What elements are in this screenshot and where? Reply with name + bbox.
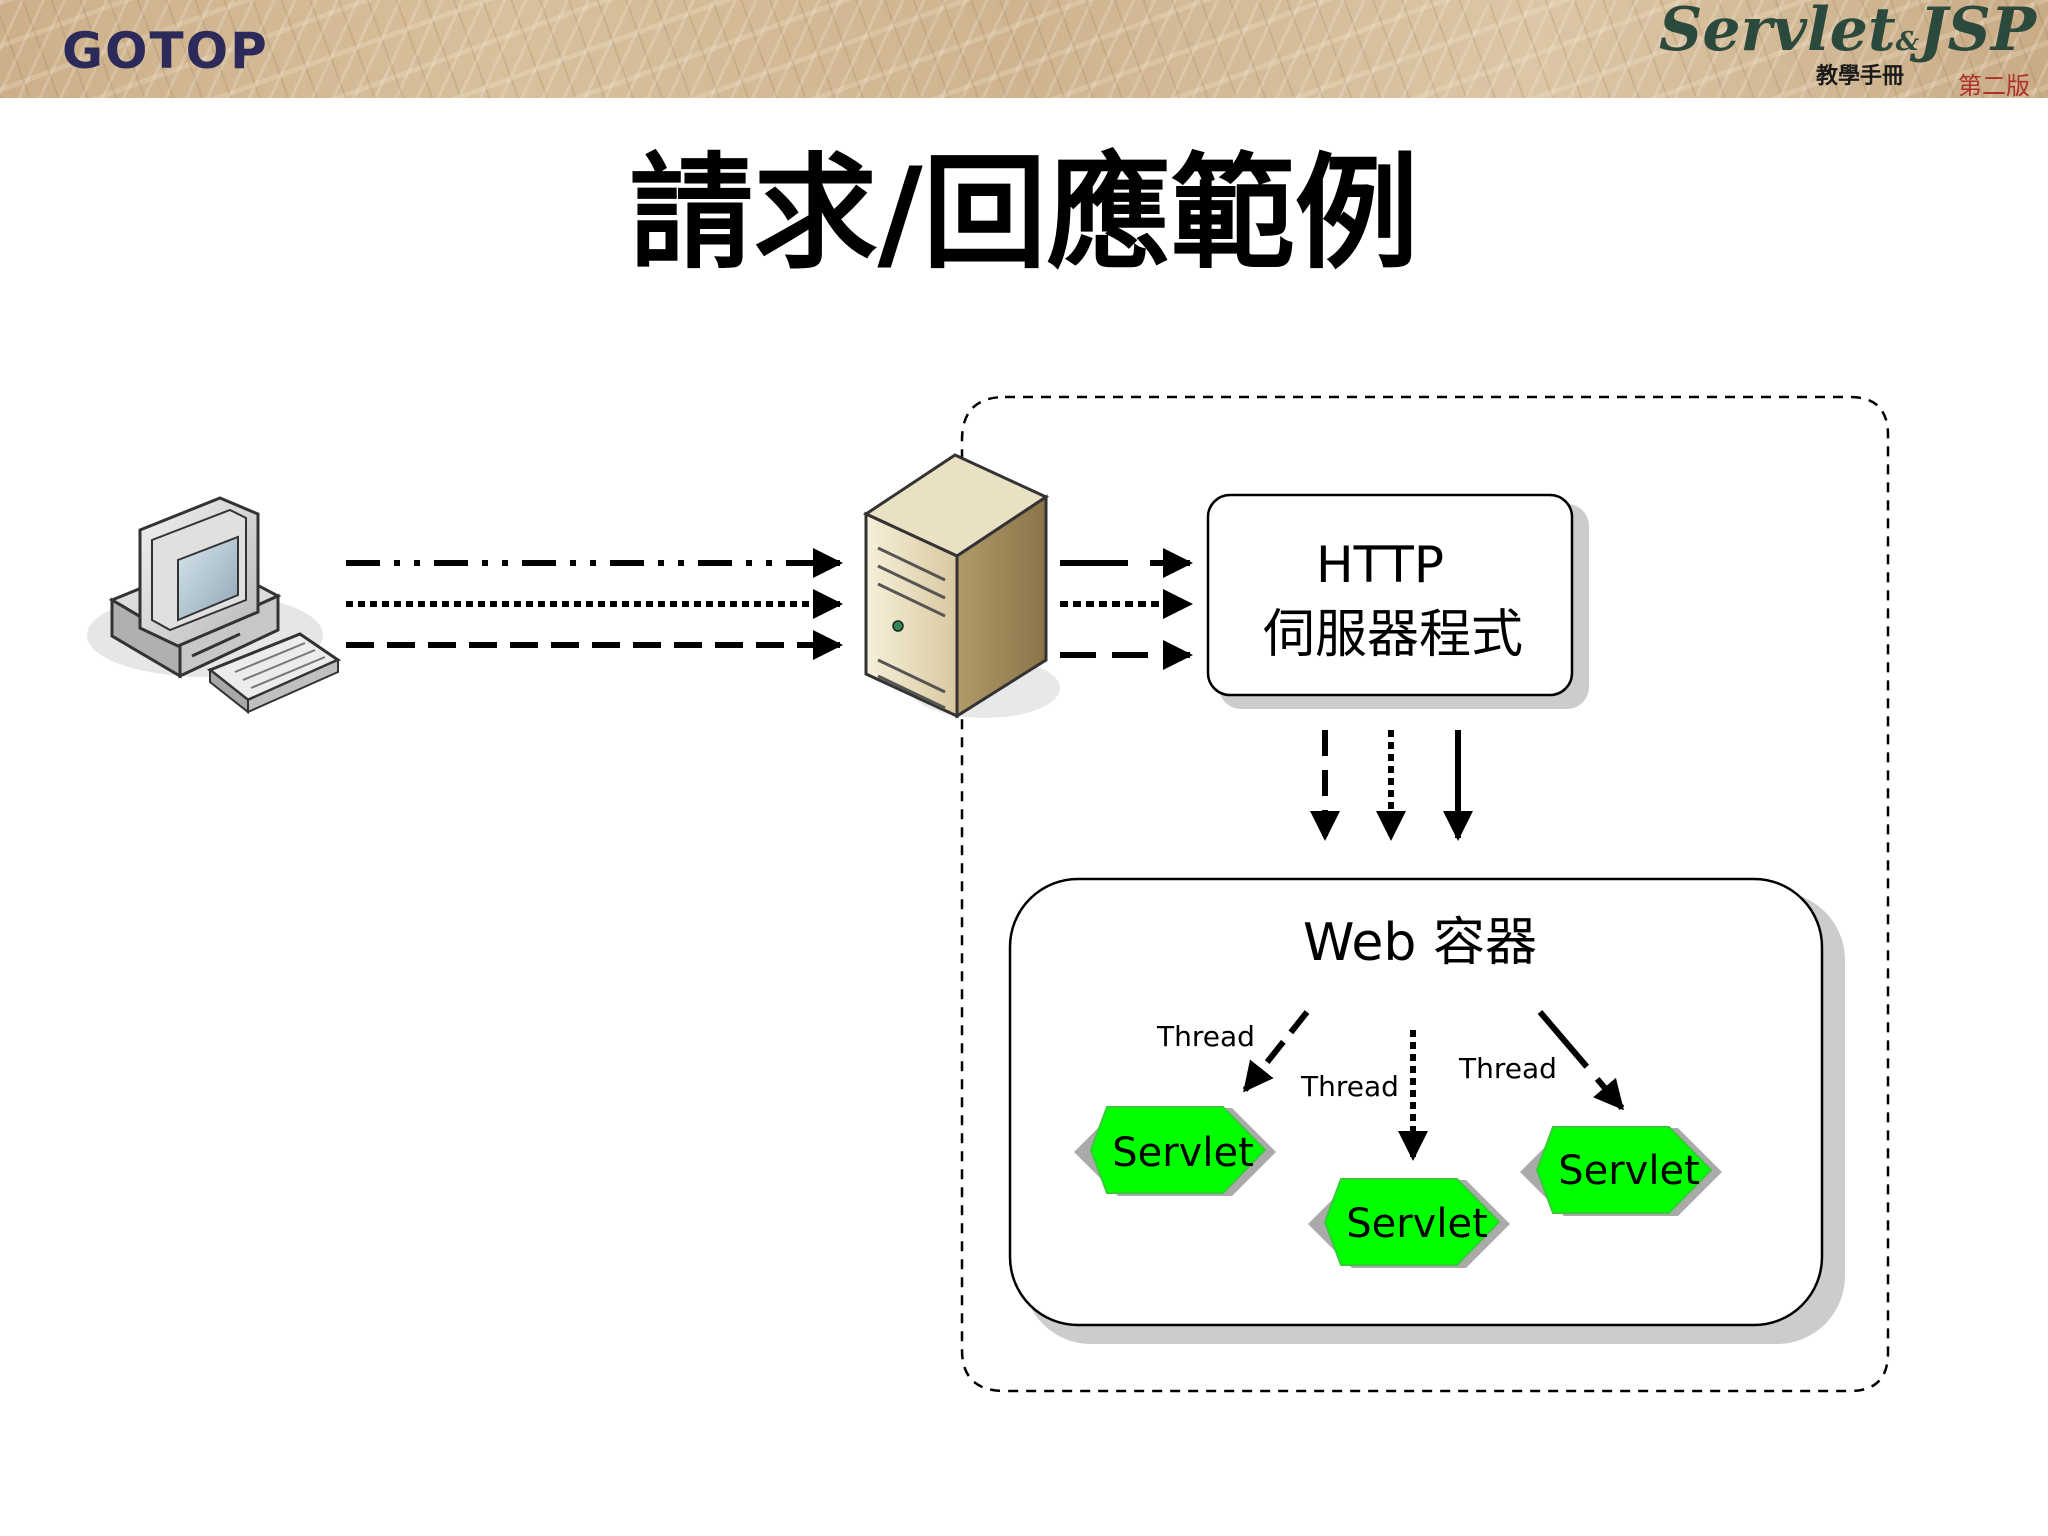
book-logo: Servlet&JSP 教學手冊 第二版 — [1659, 0, 2036, 98]
book-logo-jsp: JSP — [1919, 0, 2036, 65]
servlet-node-left: Servlet — [1074, 1106, 1276, 1196]
gotop-logo: GOTOP — [62, 22, 269, 80]
servlet-node-right: Servlet — [1520, 1126, 1722, 1216]
http-server-box — [1206, 493, 1574, 697]
thread-label-right: Thread — [1458, 1052, 1557, 1085]
book-logo-servlet: Servlet — [1659, 0, 1896, 65]
thread-label-middle: Thread — [1300, 1070, 1399, 1103]
servlet-node-middle: Servlet — [1308, 1178, 1510, 1268]
book-logo-title: Servlet&JSP — [1659, 0, 2036, 60]
http-server-label-line2: 伺服器程式 — [1263, 605, 1523, 665]
book-logo-amp: & — [1895, 27, 1920, 57]
server-tower-icon — [862, 453, 1060, 719]
client-computer-icon — [87, 496, 342, 715]
web-container-label: Web 容器 — [1303, 913, 1537, 973]
servlet-label-right: Servlet — [1558, 1148, 1700, 1194]
http-server-label-line1: HTTP — [1316, 536, 1444, 594]
thread-label-left: Thread — [1156, 1020, 1255, 1053]
server-boundary — [960, 395, 1890, 1393]
book-logo-subtitle: 教學手冊 — [1816, 64, 1905, 89]
header-texture — [0, 0, 2048, 98]
header-band: GOTOP Servlet&JSP 教學手冊 第二版 — [0, 0, 2048, 98]
thread-arrow-left — [1242, 1010, 1310, 1093]
slide-title: 請求/回應範例 — [629, 142, 1419, 286]
servlet-label-middle: Servlet — [1346, 1201, 1488, 1247]
thread-arrow-right — [1537, 1010, 1625, 1111]
servlet-label-left: Servlet — [1112, 1130, 1254, 1176]
book-logo-edition: 第二版 — [1958, 72, 2030, 98]
